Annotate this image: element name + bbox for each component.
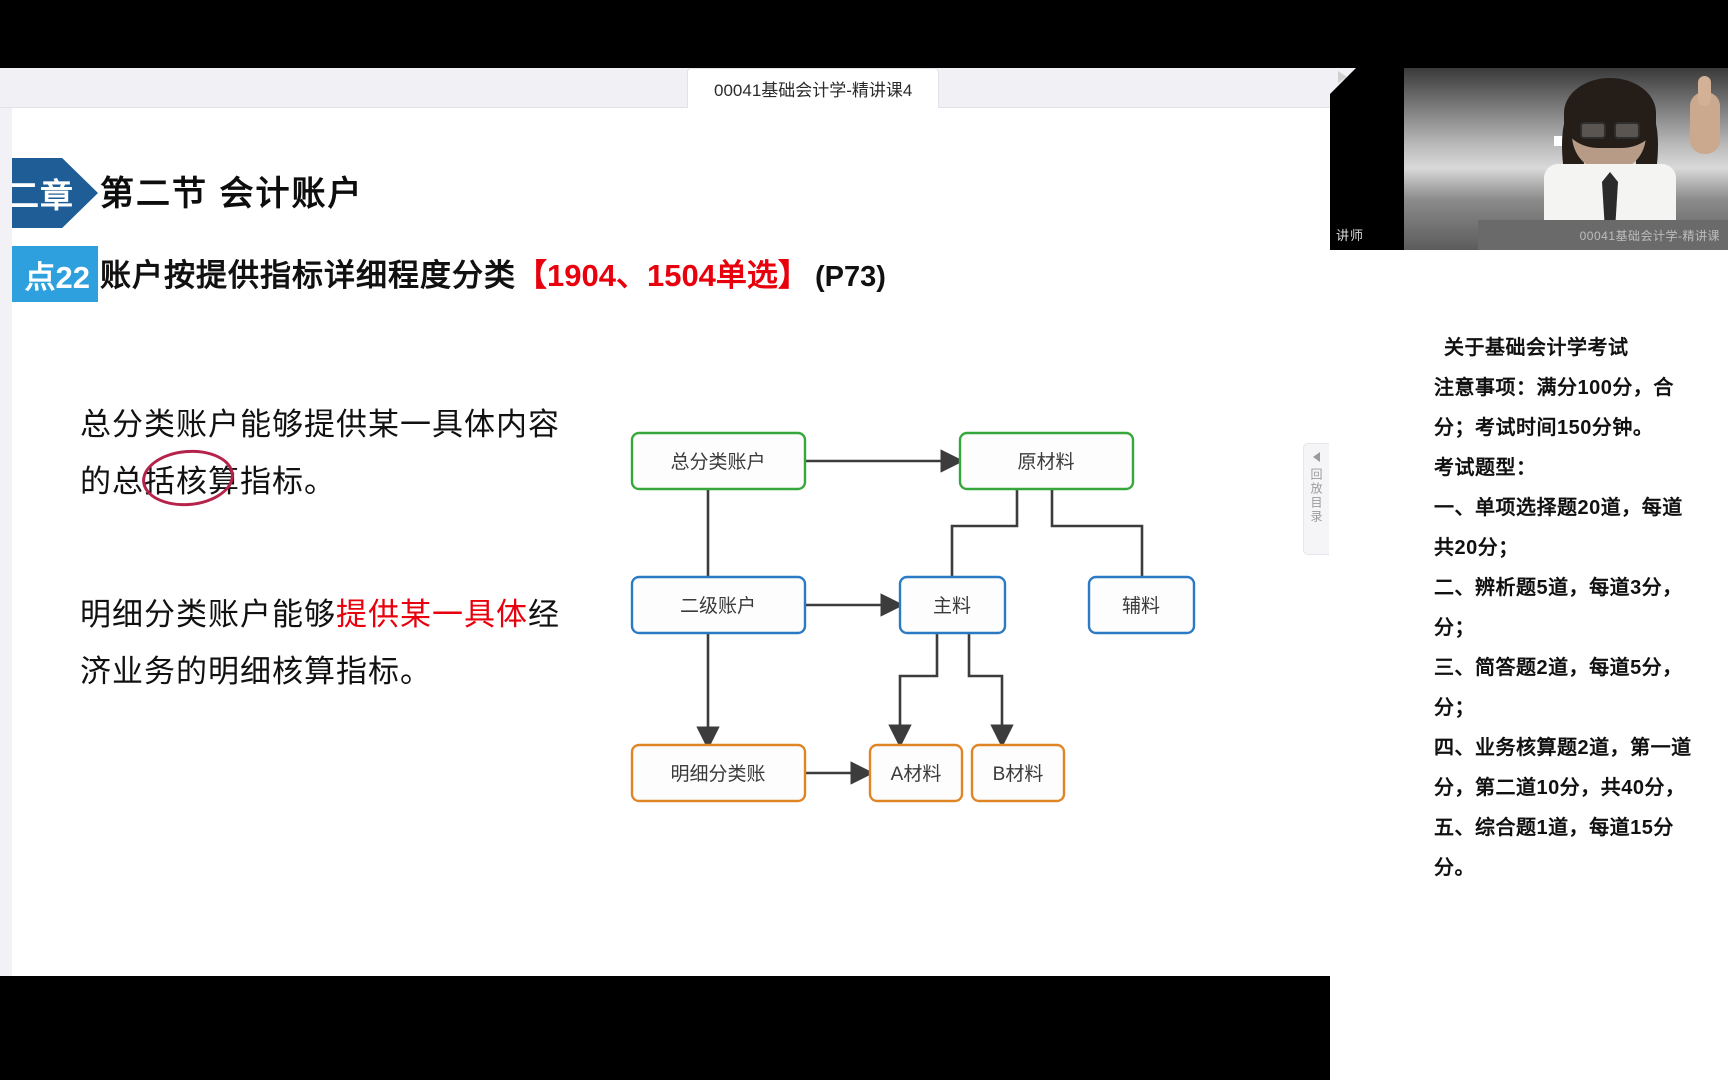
notes-line-10: 四、业务核算题2道，第一道 [1434, 737, 1692, 759]
flow-node-n6: 明细分类账 [630, 743, 807, 803]
playback-catalog-label: 回放目录 [1309, 468, 1323, 524]
glasses-right-lens-icon [1614, 122, 1640, 139]
wall-marker [1554, 136, 1564, 146]
chapter-badge: 二章 [12, 158, 98, 228]
flow-node-n4-label: 主料 [933, 595, 971, 617]
flow-node-n8-label: B材料 [993, 763, 1044, 785]
notes-line-4: 一、单项选择题20道，每道 [1434, 497, 1683, 519]
glasses-left-lens-icon [1580, 122, 1606, 139]
notes-line-5: 共20分； [1434, 537, 1519, 559]
flow-node-n2: 原材料 [958, 431, 1135, 491]
point-title-row: 账户按提供指标详细程度分类 【1904、1504单选】 (P73) [100, 250, 886, 295]
flow-node-n3-label: 二级账户 [680, 595, 756, 617]
flow-node-n1: 总分类账户 [630, 431, 807, 491]
point-badge: 点22 [12, 246, 98, 302]
flow-node-n7-label: A材料 [891, 763, 942, 785]
paragraph-general-ledger: 总分类账户能够提供某一具体内容的总括核算指标。 [80, 396, 590, 510]
notes-line-0: 关于基础会计学考试 [1444, 337, 1629, 359]
flow-node-n6-label: 明细分类账 [670, 763, 765, 785]
video-role-label: 讲师 [1336, 228, 1365, 243]
notes-line-3: 考试题型： [1434, 457, 1537, 479]
video-left-gutter [1330, 68, 1404, 250]
collapse-video-triangle-icon[interactable] [1338, 71, 1347, 83]
instructor-video-tile[interactable]: 00041基础会计学-精讲课 讲师 [1330, 68, 1728, 250]
chevron-left-icon [1313, 452, 1320, 462]
hair-top [1564, 78, 1656, 148]
section-title: 第二节 会计账户 [100, 175, 364, 213]
slide-page: 二章 第二节 会计账户 点22 账户按提供指标详细程度分类 【1904、1504… [12, 108, 1455, 976]
point-title-exam-tag: 【1904、1504单选】 [516, 258, 809, 293]
paragraph-subsidiary-ledger: 明细分类账户能够提供某一具体经济业务的明细核算指标。 [80, 586, 590, 700]
paragraph-1-part-c: 核算指标。 [176, 464, 336, 499]
point-badge-label: 点22 [24, 259, 90, 295]
notes-line-12: 五、综合题1道，每道15分 [1434, 817, 1674, 839]
flow-node-n3: 二级账户 [630, 575, 807, 635]
top-black-bar [0, 0, 1728, 68]
document-tab-strip: 00041基础会计学-精讲课4 [0, 68, 1455, 108]
video-watermark: 00041基础会计学-精讲课 [1579, 229, 1720, 243]
notes-line-1: 注意事项：满分100分，合 [1434, 377, 1674, 399]
paragraph-2-part-a: 明细分类账户能够 [80, 597, 336, 632]
flow-node-n7: A材料 [868, 743, 964, 803]
flow-node-n2-label: 原材料 [1017, 451, 1074, 473]
point-title-page-ref: (P73) [814, 261, 886, 293]
account-hierarchy-flowchart: 总分类账户 原材料 二级账户 主料 [612, 408, 1252, 828]
flow-node-n5-label: 辅料 [1122, 595, 1160, 617]
instructor-tie [1602, 172, 1618, 234]
paragraph-2-part-c: 经济业务的明细核算指标。 [80, 597, 560, 689]
notes-panel: 关于基础会计学考试 注意事项：满分100分，合 分；考试时间150分钟。 考试题… [1330, 250, 1728, 1080]
flow-node-n4: 主料 [898, 575, 1007, 635]
bottom-black-bar [0, 976, 1330, 1080]
notes-line-13: 分。 [1434, 857, 1475, 879]
instructor-finger [1698, 76, 1711, 106]
notes-line-7: 分； [1434, 617, 1475, 639]
desk-surface [1478, 220, 1728, 250]
notes-line-6: 二、辨析题5道，每道3分， [1434, 577, 1683, 599]
document-tab[interactable]: 00041基础会计学-精讲课4 [687, 68, 940, 108]
flow-node-n5: 辅料 [1087, 575, 1196, 635]
chapter-badge-label: 二章 [12, 177, 74, 214]
point-title-text: 账户按提供指标详细程度分类 [100, 258, 516, 293]
notes-line-2: 分；考试时间150分钟。 [1434, 417, 1654, 439]
paragraph-1-part-b: 总括 [112, 464, 176, 499]
flow-node-n1-label: 总分类账户 [670, 451, 765, 473]
paragraph-1-part-a: 总分类账户能够提供某一具体内容的 [80, 407, 560, 499]
instructor-video-frame: 00041基础会计学-精讲课 [1404, 68, 1728, 250]
playback-catalog-toggle[interactable]: 回放目录 [1303, 443, 1329, 555]
notes-line-8: 三、简答题2道，每道5分， [1434, 657, 1683, 679]
notes-line-9: 分； [1434, 697, 1475, 719]
paragraph-2-highlight: 提供某一具体 [336, 597, 528, 632]
slide-pane: 00041基础会计学-精讲课4 二章 第二节 会计账户 点22 账户按提供指标详… [0, 68, 1455, 976]
notes-line-11: 分，第二道10分，共40分， [1434, 777, 1686, 799]
flow-node-n8: B材料 [970, 743, 1066, 803]
